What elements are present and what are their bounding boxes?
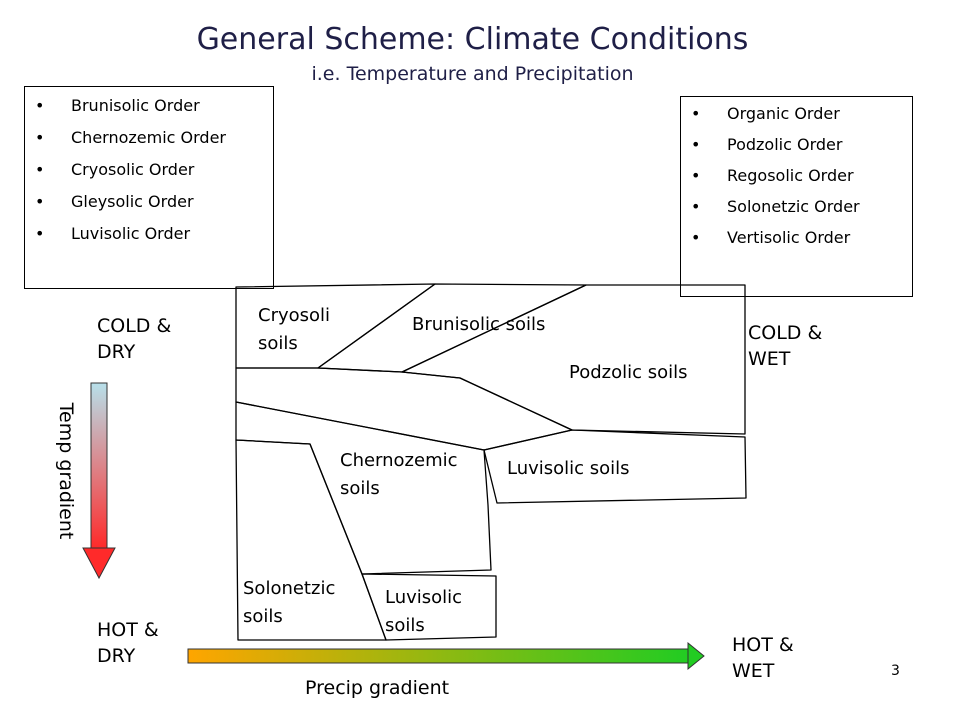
bullet-icon: • xyxy=(691,104,701,123)
list-item: • Brunisolic Order xyxy=(35,95,236,117)
list-item: • Chernozemic Order xyxy=(35,127,236,149)
bullet-icon: • xyxy=(35,96,45,115)
bullet-icon: • xyxy=(35,224,45,243)
left-orders-list: • Brunisolic Order • Chernozemic Order • Cr… xyxy=(35,95,236,245)
right-orders-box: • Organic Order • Podzolic Order • Regosoli… xyxy=(680,96,913,297)
list-item-label: Brunisolic Order xyxy=(71,96,200,115)
list-item-label: Vertisolic Order xyxy=(727,228,851,247)
list-item: • Gleysolic Order xyxy=(35,191,236,213)
list-item-label: Luvisolic Order xyxy=(71,224,191,243)
list-item: • Solonetzic Order xyxy=(691,196,912,218)
luvisolic-lower-label: Luvisolic soils xyxy=(385,587,463,636)
list-item: • Cryosolic Order xyxy=(35,159,236,181)
page-title: General Scheme: Climate Conditions xyxy=(196,22,749,57)
bullet-icon: • xyxy=(35,128,45,147)
cryosolic-label: Cryosoli soils xyxy=(258,305,331,354)
hot-wet-label: HOT & WET xyxy=(732,634,794,682)
list-item-label: Gleysolic Order xyxy=(71,192,194,211)
list-item-label: Cryosolic Order xyxy=(71,160,195,179)
precip-gradient-label: Precip gradient xyxy=(305,677,450,699)
bullet-icon: • xyxy=(35,192,45,211)
precip-gradient-arrow xyxy=(187,641,705,671)
list-item: • Vertisolic Order xyxy=(691,227,912,249)
chernozemic-label: Chernozemic soils xyxy=(340,450,458,499)
list-item: • Organic Order xyxy=(691,103,912,125)
bullet-icon: • xyxy=(691,166,701,185)
bullet-icon: • xyxy=(691,228,701,247)
hot-dry-label: HOT & DRY xyxy=(97,619,159,667)
luvisolic-lower-region xyxy=(361,573,497,641)
bullet-icon: • xyxy=(691,197,701,216)
right-orders-list: • Organic Order • Podzolic Order • Regosoli… xyxy=(691,103,912,249)
podzolic-label: Podzolic soils xyxy=(569,362,688,383)
luvisolic-upper-region xyxy=(483,429,747,504)
list-item: • Regosolic Order xyxy=(691,165,912,187)
cold-dry-label: COLD & DRY xyxy=(97,315,172,363)
luvisolic-upper-label: Luvisolic soils xyxy=(507,458,630,479)
transition-band xyxy=(235,367,573,451)
page-number: 3 xyxy=(891,663,900,679)
list-item-label: Podzolic Order xyxy=(727,135,843,154)
bullet-icon: • xyxy=(35,160,45,179)
list-item: • Podzolic Order xyxy=(691,134,912,156)
temp-gradient-arrow xyxy=(82,382,116,580)
page-subtitle: i.e. Temperature and Precipitation xyxy=(311,63,634,85)
temp-gradient-label: Temp gradient xyxy=(55,402,77,540)
list-item-label: Regosolic Order xyxy=(727,166,854,185)
list-item-label: Chernozemic Order xyxy=(71,128,227,147)
left-orders-box: • Brunisolic Order • Chernozemic Order • Cr… xyxy=(24,86,274,289)
cold-wet-label: COLD & WET xyxy=(748,322,823,370)
list-item-label: Organic Order xyxy=(727,104,840,123)
list-item-label: Solonetzic Order xyxy=(727,197,860,216)
brunisolic-label: Brunisolic soils xyxy=(412,314,546,335)
bullet-icon: • xyxy=(691,135,701,154)
list-item: • Luvisolic Order xyxy=(35,223,236,245)
solonetzic-label: Solonetzic soils xyxy=(243,578,336,627)
